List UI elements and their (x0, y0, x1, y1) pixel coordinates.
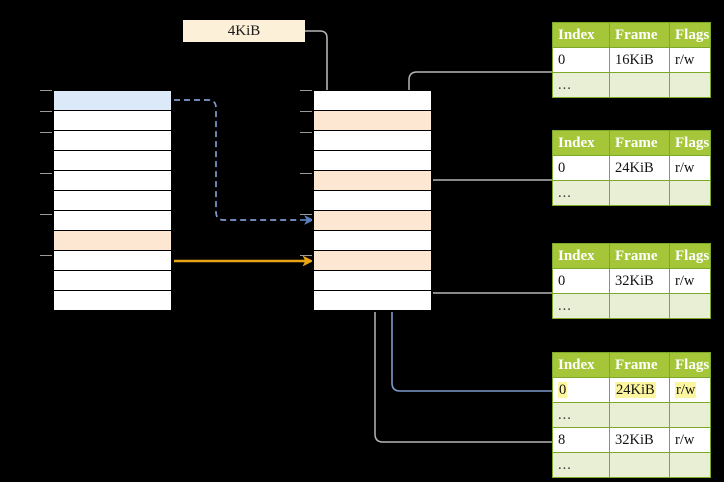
table-cell: r/w (669, 268, 711, 294)
table-cell: 24KiB (609, 377, 670, 403)
table-cell: 0 (552, 155, 610, 181)
table-row[interactable]: 0 24KiB r/w (552, 377, 711, 403)
tick-mark (300, 173, 313, 174)
memory-cell[interactable] (53, 190, 172, 211)
table-cell: r/w (669, 427, 711, 453)
table-header-flags: Flags (669, 22, 711, 48)
table-header-frame: Frame (609, 130, 670, 156)
table-cell: 32KiB (609, 427, 670, 453)
tick-mark (300, 111, 313, 112)
table-row[interactable]: ... (552, 180, 711, 206)
tick-mark (40, 173, 53, 174)
memory-cell[interactable] (313, 210, 432, 231)
table-cell (609, 402, 670, 428)
tick-mark (40, 111, 53, 112)
table-header-flags: Flags (669, 243, 711, 269)
table-cell: 8 (552, 427, 610, 453)
memory-cell[interactable] (53, 210, 172, 231)
memory-cell[interactable] (53, 250, 172, 271)
highlighted-value: 24KiB (615, 381, 656, 398)
memory-cell[interactable] (53, 90, 172, 111)
memory-cell[interactable] (53, 170, 172, 191)
memory-cell[interactable] (313, 230, 432, 251)
table-cell: r/w (669, 377, 711, 403)
table-cell (669, 293, 711, 319)
tick-mark (300, 132, 313, 133)
table-cell: ... (552, 402, 610, 428)
virtual-address-space-column (52, 90, 173, 312)
table-cell: 24KiB (609, 155, 670, 181)
highlighted-value: 0 (558, 381, 568, 398)
table-cell (669, 180, 711, 206)
highlighted-value: r/w (675, 381, 697, 398)
table-cell (609, 452, 670, 478)
table-header-index: Index (552, 352, 610, 378)
table-row[interactable]: ... (552, 72, 711, 98)
memory-cell[interactable] (313, 90, 432, 111)
table-cell: ... (552, 293, 610, 319)
memory-cell[interactable] (313, 150, 432, 171)
memory-cell[interactable] (313, 130, 432, 151)
table-cell: ... (552, 72, 610, 98)
table-cell (609, 180, 670, 206)
table-row[interactable]: ... (552, 452, 711, 478)
table-header-flags: Flags (669, 130, 711, 156)
connector-level1-mapping (174, 99, 309, 220)
table-header-flags: Flags (669, 352, 711, 378)
table-cell: 32KiB (609, 268, 670, 294)
tick-mark (300, 214, 313, 215)
memory-cell[interactable] (313, 250, 432, 271)
memory-cell[interactable] (53, 110, 172, 131)
table-row[interactable]: ... (552, 293, 711, 319)
table-header-frame: Frame (609, 243, 670, 269)
memory-cell[interactable] (53, 150, 172, 171)
tick-mark (40, 132, 53, 133)
memory-cell[interactable] (313, 270, 432, 291)
table-header-frame: Frame (609, 352, 670, 378)
table-cell: 0 (552, 47, 610, 73)
table-cell: ... (552, 452, 610, 478)
memory-cell[interactable] (313, 190, 432, 211)
table-header-frame: Frame (609, 22, 670, 48)
memory-cell[interactable] (313, 110, 432, 131)
tick-mark (40, 255, 53, 256)
table-header-index: Index (552, 22, 610, 48)
tick-mark (300, 90, 313, 91)
tick-mark (300, 255, 313, 256)
table-row[interactable]: ... (552, 402, 711, 428)
physical-memory-column (312, 90, 433, 312)
memory-cell[interactable] (53, 230, 172, 251)
table-cell: 0 (552, 377, 610, 403)
table-cell (669, 402, 711, 428)
tick-mark (40, 214, 53, 215)
memory-cell[interactable] (53, 270, 172, 291)
table-cell: r/w (669, 155, 711, 181)
connector-table2-frame-link (427, 179, 552, 218)
table-cell (609, 293, 670, 319)
memory-cell[interactable] (313, 170, 432, 191)
table-cell: 0 (552, 268, 610, 294)
table-cell (609, 72, 670, 98)
tick-mark (40, 90, 53, 91)
table-cell: 16KiB (609, 47, 670, 73)
table-cell: r/w (669, 47, 711, 73)
table-header-index: Index (552, 243, 610, 269)
frame-size-label: 4KiB (183, 20, 305, 42)
memory-cell[interactable] (313, 290, 432, 311)
memory-cell[interactable] (53, 290, 172, 311)
table-header-index: Index (552, 130, 610, 156)
memory-cell[interactable] (53, 130, 172, 151)
connector-table3-frame-link (427, 268, 552, 294)
table-cell (669, 72, 711, 98)
table-cell (669, 452, 711, 478)
table-cell: ... (552, 180, 610, 206)
